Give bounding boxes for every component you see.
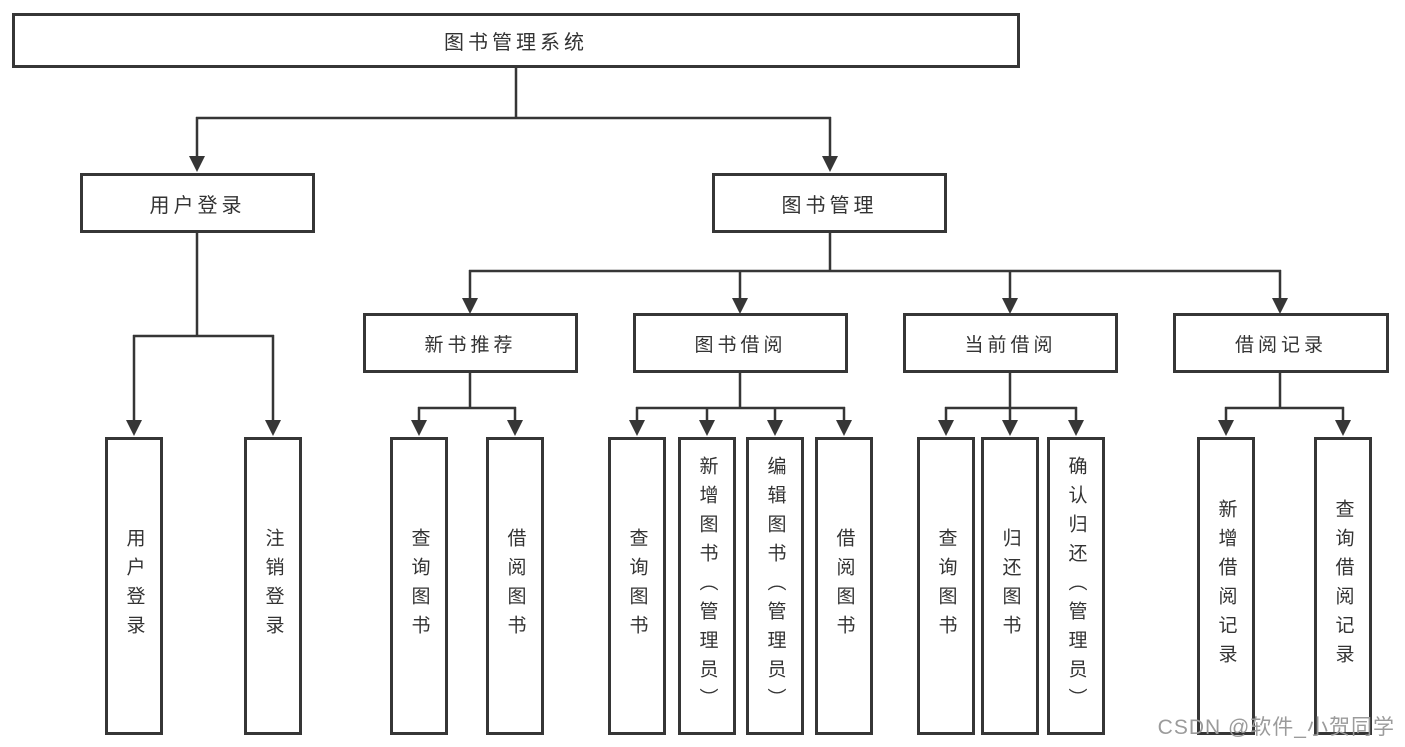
node-new-book-recommend: 新书推荐 (363, 313, 578, 373)
connector-arrowheads (126, 156, 1351, 436)
leaf-logout: 注销登录 (244, 437, 302, 735)
node-book-borrowing: 图书借阅 (633, 313, 848, 373)
node-book-management-system: 图书管理系统 (12, 13, 1020, 68)
connector-strokes (132, 68, 1345, 422)
csdn-watermark: CSDN @软件_小贺同学 (1157, 716, 1395, 739)
leaf-edit-book-admin: 编辑图书（管理员） (746, 437, 804, 735)
node-book-management: 图书管理 (712, 173, 947, 233)
leaf-confirm-return-admin: 确认归还（管理员） (1047, 437, 1105, 735)
leaf-add-borrow-record: 新增借阅记录 (1197, 437, 1255, 735)
leaf-return-book: 归还图书 (981, 437, 1039, 735)
leaf-query-books-borrowing: 查询图书 (608, 437, 666, 735)
leaf-user-login: 用户登录 (105, 437, 163, 735)
leaf-query-books-current: 查询图书 (917, 437, 975, 735)
leaf-add-book-admin: 新增图书（管理员） (678, 437, 736, 735)
leaf-borrow-books-borrowing: 借阅图书 (815, 437, 873, 735)
node-current-borrowing: 当前借阅 (903, 313, 1118, 373)
leaf-borrow-books-recommend: 借阅图书 (486, 437, 544, 735)
node-user-login: 用户登录 (80, 173, 315, 233)
leaf-query-books-recommend: 查询图书 (390, 437, 448, 735)
leaf-query-borrow-record: 查询借阅记录 (1314, 437, 1372, 735)
node-borrowing-records: 借阅记录 (1173, 313, 1389, 373)
